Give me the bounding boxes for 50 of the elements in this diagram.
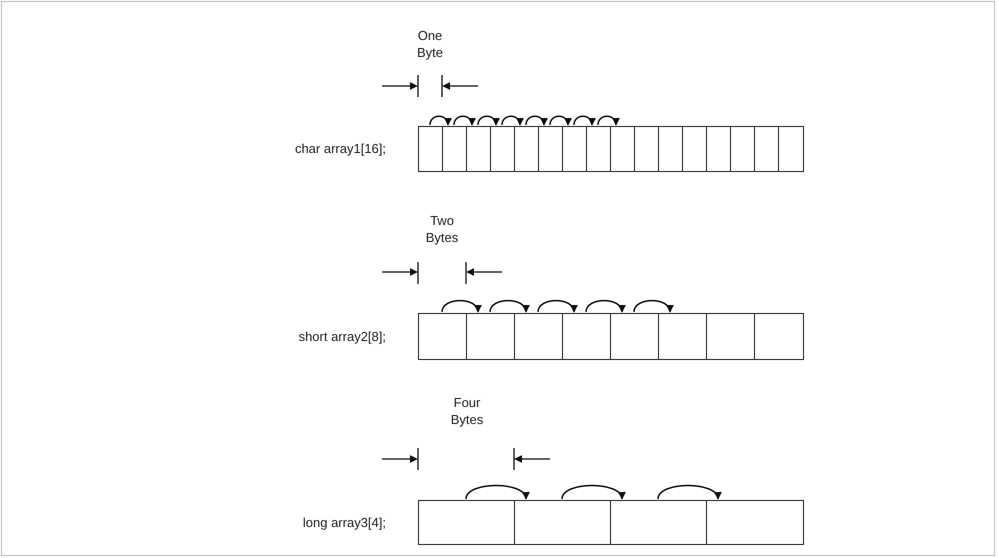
arrow: [537, 300, 576, 313]
memory-cell: [730, 126, 756, 172]
dimension-label: Two Bytes: [424, 212, 460, 246]
memory-cell: [658, 126, 684, 172]
dimension-label: Four Bytes: [450, 394, 484, 428]
arrow: [429, 116, 452, 126]
arrow: [573, 116, 596, 126]
memory-cell: [682, 126, 708, 172]
arrow: [657, 484, 720, 500]
memory-cell: [514, 126, 540, 172]
arrow: [597, 116, 620, 126]
arrow: [633, 300, 672, 313]
memory-cell: [778, 126, 804, 172]
arrow: [561, 484, 624, 500]
memory-cell: [514, 500, 612, 545]
memory-cell: [754, 126, 780, 172]
dimension-label: One Byte: [416, 27, 444, 61]
memory-cell: [658, 313, 708, 360]
memory-cell: [562, 313, 612, 360]
arrow: [585, 300, 624, 313]
memory-cell: [610, 313, 660, 360]
memory-cell: [466, 126, 492, 172]
memory-cell: [706, 313, 756, 360]
memory-cell: [562, 126, 588, 172]
declaration-label: long array3[4];: [302, 514, 386, 531]
memory-cell: [442, 126, 468, 172]
arrow: [525, 116, 548, 126]
memory-cell: [754, 313, 804, 360]
memory-cell: [634, 126, 660, 172]
memory-cell: [538, 126, 564, 172]
memory-cell: [610, 500, 708, 545]
arrow: [453, 116, 476, 126]
memory-cell: [490, 126, 516, 172]
memory-cell: [706, 500, 804, 545]
arrow: [477, 116, 500, 126]
arrow: [501, 116, 524, 126]
arrow: [489, 300, 528, 313]
arrow: [441, 300, 480, 313]
declaration-label: short array2[8];: [298, 328, 386, 345]
memory-cell: [418, 500, 516, 545]
memory-cell: [514, 313, 564, 360]
memory-cell: [610, 126, 636, 172]
memory-cell: [586, 126, 612, 172]
arrow: [465, 484, 528, 500]
declaration-label: char array1[16];: [294, 140, 386, 157]
memory-cell: [466, 313, 516, 360]
memory-cell: [418, 126, 444, 172]
memory-cell: [418, 313, 468, 360]
memory-cell: [706, 126, 732, 172]
arrow: [549, 116, 572, 126]
